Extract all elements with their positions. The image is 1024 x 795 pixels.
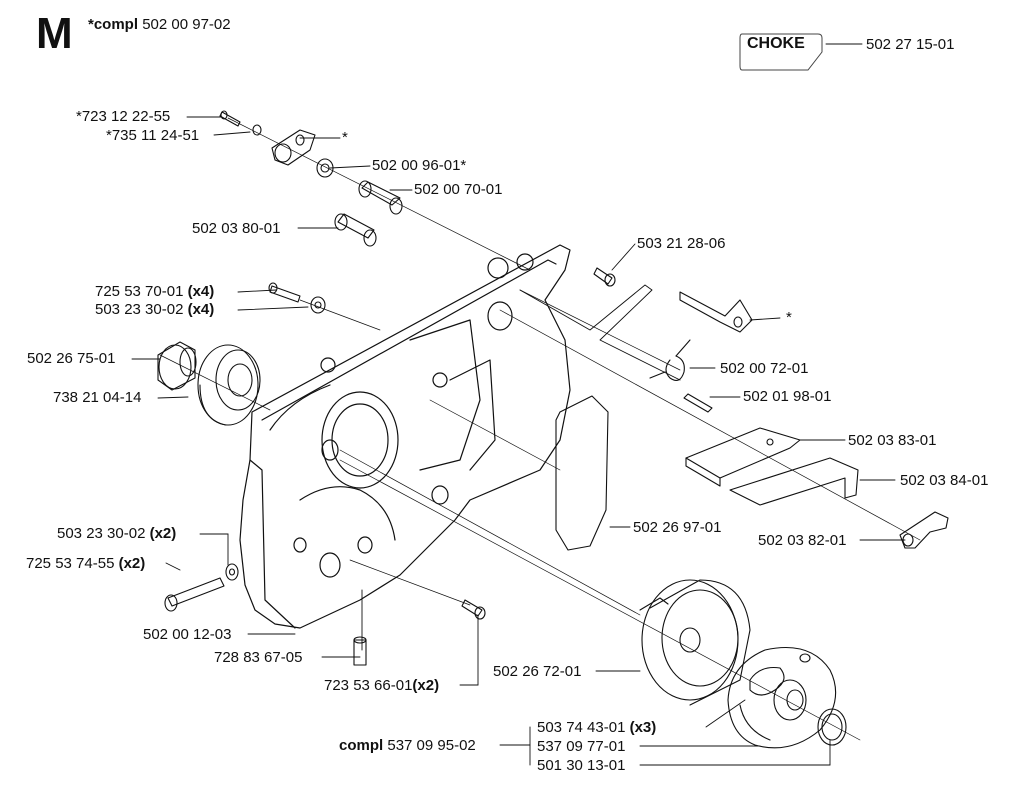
section-letter: M bbox=[36, 9, 73, 58]
washer-501-30-13-01 bbox=[817, 708, 847, 746]
sleeve-502-00-70-01 bbox=[358, 180, 403, 215]
part-label-725-53-70-01: 725 53 70-01 (x4) bbox=[95, 283, 215, 300]
part-label-502-03-83-01: 502 03 83-01 bbox=[848, 432, 937, 449]
bearing-738-21-04-14 bbox=[197, 344, 261, 426]
clutch-shoes-537-09-77-01 bbox=[727, 646, 837, 749]
choke-rod bbox=[519, 284, 681, 381]
spring-502-00-72-01 bbox=[649, 339, 691, 381]
assembly-prefix: *compl bbox=[88, 16, 139, 33]
part-label-bracket-asterisk: * bbox=[342, 129, 348, 146]
screw-723-12-22-55 bbox=[219, 110, 241, 127]
part-label-537-09-77-01: 537 09 77-01 bbox=[537, 738, 626, 755]
part-label-502-26-72-01: 502 26 72-01 bbox=[493, 663, 582, 680]
washer-503-23-30-02-x4 bbox=[310, 296, 326, 314]
bearing-502-26-75-01 bbox=[157, 341, 197, 391]
part-label-725-53-74-55: 725 53 74-55 (x2) bbox=[26, 555, 146, 572]
clutch-assembly-label: compl 537 09 95-02 bbox=[339, 737, 476, 754]
choke-label: CHOKE bbox=[747, 35, 805, 52]
part-label-503-74-43-01: 503 74 43-01 (x3) bbox=[537, 719, 657, 736]
part-label-502-26-97-01: 502 26 97-01 bbox=[633, 519, 722, 536]
part-label-723-12-22-55: *723 12 22-55 bbox=[76, 108, 171, 125]
choke-lever bbox=[679, 291, 753, 333]
part-label-735-11-24-51: *735 11 24-51 bbox=[106, 127, 200, 144]
part-label-501-30-13-01: 501 30 13-01 bbox=[537, 757, 626, 774]
screw-725-53-70-01 bbox=[268, 282, 301, 303]
part-label-503-23-30-02-x4: 503 23 30-02 (x4) bbox=[95, 301, 215, 318]
plate-502-03-83-01 bbox=[685, 427, 801, 487]
part-label-503-21-28-06: 503 21 28-06 bbox=[637, 235, 726, 252]
screw-725-53-74-55 bbox=[164, 577, 225, 612]
axis-lines bbox=[159, 117, 921, 741]
washer-502-00-96-01 bbox=[316, 158, 334, 178]
part-label-502-26-75-01: 502 26 75-01 bbox=[27, 350, 116, 367]
part-label-738-21-04-14: 738 21 04-14 bbox=[53, 389, 142, 406]
part-label-502-00-72-01: 502 00 72-01 bbox=[720, 360, 809, 377]
screw-503-21-28-06 bbox=[593, 267, 616, 287]
screw-723-53-66-01 bbox=[461, 599, 486, 620]
choke-part-number: 502 27 15-01 bbox=[866, 36, 955, 53]
part-label-503-23-30-02-x2: 503 23 30-02 (x2) bbox=[57, 525, 177, 542]
stud-728-83-67-05 bbox=[353, 636, 367, 666]
assembly-title: *compl 502 00 97-02 bbox=[88, 16, 231, 33]
part-label-723-53-66-01: 723 53 66-01(x2) bbox=[324, 677, 440, 694]
part-label-502-00-70-01: 502 00 70-01 bbox=[414, 181, 503, 198]
part-label-502-03-84-01: 502 03 84-01 bbox=[900, 472, 989, 489]
assembly-number: 502 00 97-02 bbox=[142, 16, 231, 33]
part-label-lever-asterisk: * bbox=[786, 309, 792, 326]
part-label-502-00-12-03: 502 00 12-03 bbox=[143, 626, 232, 643]
part-label-502-03-80-01: 502 03 80-01 bbox=[192, 220, 281, 237]
choke-label-box bbox=[739, 33, 823, 71]
part-label-728-83-67-05: 728 83 67-05 bbox=[214, 649, 303, 666]
clutch-drum-502-26-72-01 bbox=[639, 579, 751, 706]
plate-502-03-84-01 bbox=[729, 457, 859, 506]
bracket-top-left bbox=[271, 129, 316, 166]
part-label-502-03-82-01: 502 03 82-01 bbox=[758, 532, 847, 549]
part-label-502-01-98-01: 502 01 98-01 bbox=[743, 388, 832, 405]
pin-502-01-98-01 bbox=[683, 393, 713, 413]
lever-502-03-82-01 bbox=[899, 511, 949, 549]
part-label-502-00-96-01: 502 00 96-01* bbox=[372, 157, 467, 174]
sleeve-502-03-80-01 bbox=[334, 213, 377, 247]
gasket-502-26-97-01 bbox=[555, 395, 609, 551]
washer-503-23-30-02-x2 bbox=[225, 563, 239, 581]
washer-735-11-24-51 bbox=[252, 124, 262, 136]
housing-plate bbox=[239, 244, 571, 629]
